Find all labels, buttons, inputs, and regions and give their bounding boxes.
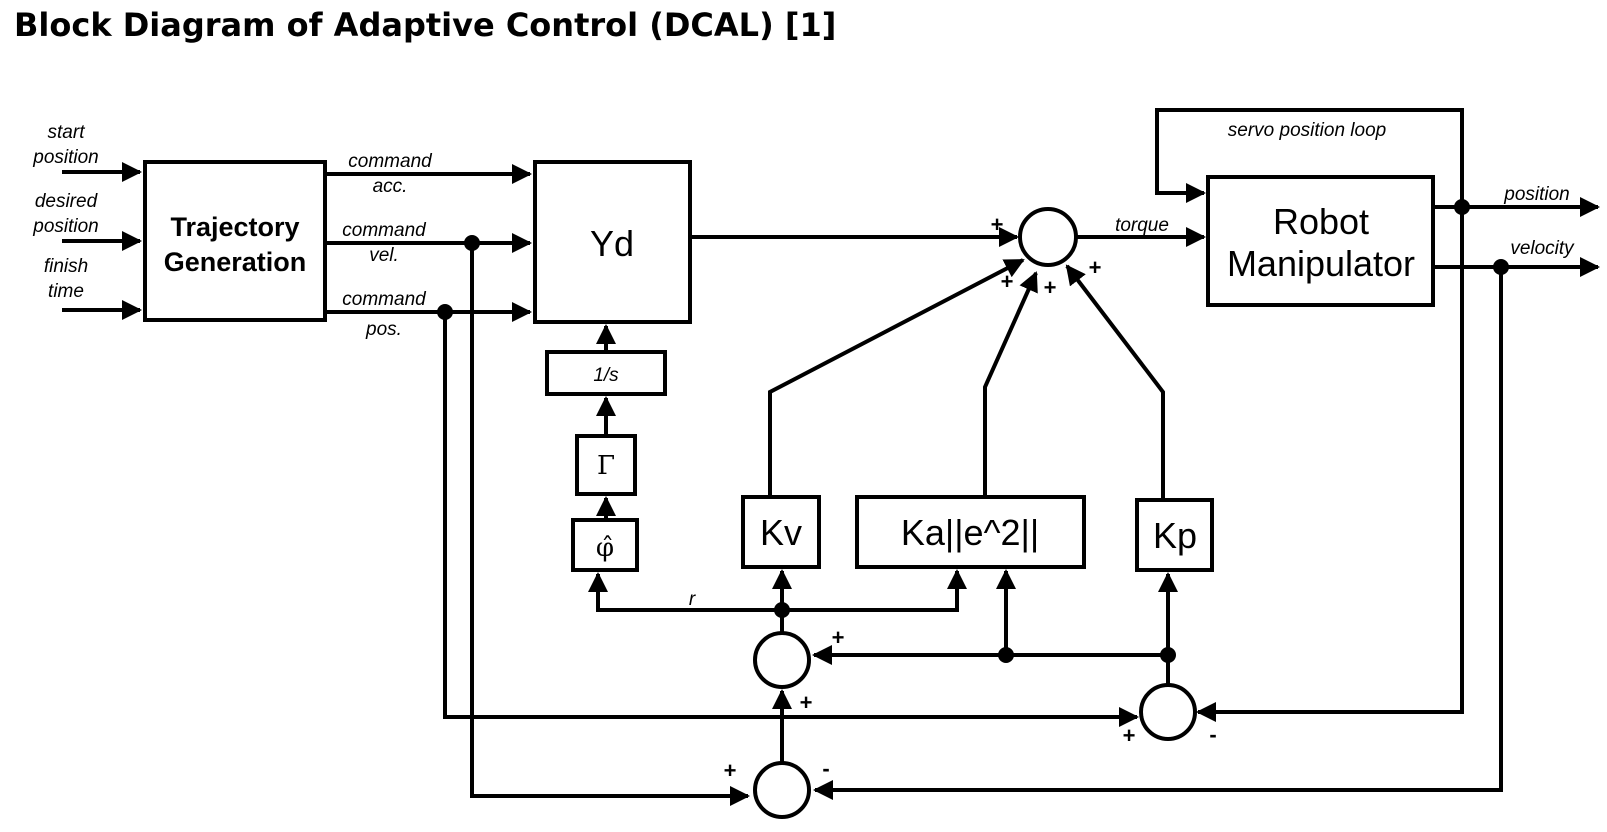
phi-hat-block: φ̂: [571, 518, 639, 572]
position-error-sum: + -: [1123, 683, 1217, 748]
svg-text:pos.: pos.: [365, 319, 402, 340]
svg-text:torque: torque: [1115, 215, 1169, 236]
svg-text:servo position loop: servo position loop: [1228, 120, 1386, 141]
robot-manipulator-block: Robot Manipulator: [1206, 175, 1435, 307]
svg-text:Trajectory: Trajectory: [170, 212, 299, 242]
page-title: Block Diagram of Adaptive Control (DCAL)…: [14, 6, 837, 44]
svg-text:command: command: [342, 220, 427, 241]
gamma-block: Γ: [575, 434, 637, 496]
ka-to-sum-line: [983, 271, 1038, 497]
servo-position-loop: servo position loop: [1155, 108, 1464, 207]
command-pos-signal: command pos.: [325, 289, 532, 340]
svg-text:+: +: [1123, 723, 1136, 748]
svg-text:Ka||e^2||: Ka||e^2||: [901, 512, 1039, 553]
svg-text:vel.: vel.: [369, 245, 399, 266]
cmd-pos-to-error-sum: [443, 312, 1139, 727]
svg-text:+: +: [1044, 275, 1057, 300]
position-output: position: [1433, 184, 1600, 217]
svg-text:1/s: 1/s: [593, 365, 619, 386]
yd-block: Yd: [533, 160, 692, 324]
svg-text:+: +: [1089, 255, 1102, 280]
r-summing-junction: + +: [753, 625, 845, 715]
svg-text:-: -: [822, 756, 829, 781]
svg-text:position: position: [32, 216, 99, 237]
integrator-block: 1/s: [545, 350, 667, 396]
svg-text:Kv: Kv: [760, 512, 802, 553]
trajectory-generation-block: Trajectory Generation: [143, 160, 327, 322]
input-finish-time: finish time: [44, 256, 142, 320]
svg-text:Generation: Generation: [164, 247, 307, 277]
svg-text:command: command: [342, 289, 427, 310]
command-vel-signal: command vel.: [325, 220, 532, 266]
velocity-error-sum: + -: [724, 756, 830, 819]
velocity-output: velocity: [1433, 238, 1600, 277]
ka-block: Ka||e^2||: [855, 495, 1086, 569]
svg-text:command: command: [348, 151, 433, 172]
svg-text:Robot: Robot: [1273, 201, 1369, 242]
svg-text:+: +: [724, 758, 737, 783]
input-start-position: start position: [32, 122, 142, 182]
position-feedback-line: [1196, 207, 1464, 722]
r-to-phi-line: [588, 572, 782, 612]
svg-text:Yd: Yd: [590, 223, 634, 264]
svg-text:+: +: [832, 625, 845, 650]
r-label: r: [689, 589, 696, 610]
torque-signal: torque: [1076, 215, 1206, 247]
svg-text:time: time: [48, 281, 84, 302]
svg-text:velocity: velocity: [1510, 238, 1575, 259]
svg-text:position: position: [1503, 184, 1570, 205]
svg-text:start: start: [48, 122, 86, 143]
torque-summing-junction: + + + +: [991, 207, 1102, 300]
svg-text:-: -: [1209, 722, 1216, 747]
command-acc-signal: command acc.: [325, 151, 532, 197]
svg-text:+: +: [991, 212, 1004, 237]
r-to-ka-line: [782, 569, 967, 612]
svg-text:φ̂: φ̂: [596, 533, 614, 563]
kv-block: Kv: [741, 495, 821, 569]
svg-text:Kp: Kp: [1153, 515, 1197, 556]
kp-block: Kp: [1135, 498, 1214, 572]
input-desired-position: desired position: [32, 191, 142, 251]
svg-text:finish: finish: [44, 256, 88, 277]
svg-text:acc.: acc.: [373, 176, 408, 197]
kp-to-sum-line: [1065, 264, 1165, 500]
cmd-vel-to-bottom-sum: [470, 243, 750, 806]
velocity-feedback-line: [813, 267, 1503, 800]
svg-text:desired: desired: [35, 191, 99, 212]
svg-text:Manipulator: Manipulator: [1227, 243, 1415, 284]
kv-to-sum-line: [768, 258, 1025, 497]
svg-text:position: position: [32, 147, 99, 168]
svg-text:+: +: [800, 690, 813, 715]
svg-text:Γ: Γ: [597, 451, 615, 481]
